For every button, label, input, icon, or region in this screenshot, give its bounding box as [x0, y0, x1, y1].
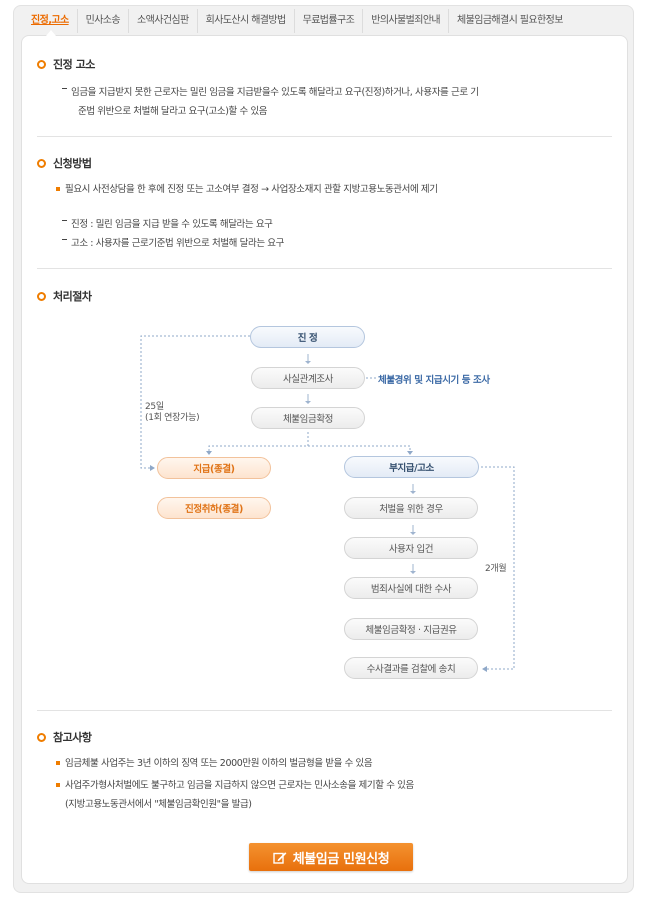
section-title-method: 신청방법: [37, 155, 92, 171]
flow-left-paid: 지급(종결): [157, 457, 271, 479]
section-divider: [37, 710, 612, 711]
connector-left-loop: [140, 335, 250, 469]
tab-bar: 진정,고소 민사소송 소액사건심판 회사도산시 해결방법 무료법률구조 반의사불…: [27, 9, 620, 33]
notes-bullet-penalty: 임금체불 사업주는 3년 이하의 징역 또는 2000만원 이하의 벌금형을 받…: [56, 755, 373, 773]
notes-bullet-civil: 사업주가형사처벌에도 불구하고 임금을 지급하지 않으면 근로자는 민사소송을 …: [56, 777, 414, 795]
flow-right-recommend: 체불임금확정 · 지급권유: [344, 618, 478, 640]
tab-legal-aid[interactable]: 무료법률구조: [295, 9, 364, 33]
section-title-procedure: 처리절차: [37, 288, 92, 304]
flow-right-booking: 사용자 입건: [344, 537, 478, 559]
method-item-accusation: 고소 : 사용자를 근로기준법 위반으로 처벌해 달라는 요구: [62, 235, 284, 253]
connector-split-right: [308, 445, 411, 452]
complaint-desc-line2: 준법 위반으로 처벌해 달라고 요구(고소)할 수 있음: [78, 106, 268, 117]
wage-complaint-button[interactable]: 체불임금 민원신청: [249, 843, 413, 871]
tab-required-info[interactable]: 체불임금해결시 필요한정보: [457, 15, 563, 26]
notes-bullet-civil-line2: (지방고용노동관서에서 "체불임금확인원"을 발급): [65, 799, 252, 810]
method-item-complaint: 진정 : 밀린 임금을 지급 받을 수 있도록 해달라는 요구: [62, 216, 273, 234]
arrow-head: [206, 451, 212, 455]
flow-note-investigation: 체불경위 및 지급시기 등 조사: [378, 375, 490, 386]
tab-small-claims[interactable]: 소액사건심판: [129, 9, 198, 33]
active-tab-pointer: [46, 30, 56, 36]
flow-right-investigation: 범죄사실에 대한 수사: [344, 577, 478, 599]
arrow-head: [482, 666, 487, 672]
flow-label-2months: 2개월: [485, 564, 507, 574]
flow-right-prosecution: 수사결과를 검찰에 송치: [344, 657, 478, 679]
section-ring-icon: [37, 59, 46, 69]
section-title-notes: 참고사항: [37, 729, 92, 745]
flow-left-withdraw: 진정취하(종결): [157, 497, 271, 519]
flow-step-fact-check: 사실관계조사: [251, 367, 365, 389]
tab-non-prosecution[interactable]: 반의사불벌죄안내: [363, 9, 450, 33]
flow-step-wage-confirm: 체불임금확정: [251, 407, 365, 429]
method-bullet: 필요시 사전상담을 한 후에 진정 또는 고소여부 결정 → 사업장소재지 관할…: [56, 181, 438, 199]
section-ring-icon: [37, 732, 46, 742]
connector-split-left: [208, 432, 309, 452]
section-divider: [37, 136, 612, 137]
pencil-square-icon: [272, 851, 287, 864]
flow-step-complaint: 진 정: [250, 326, 365, 348]
tab-complaint[interactable]: 진정,고소: [27, 9, 78, 33]
flow-label-25days: 25일: [145, 402, 164, 412]
section-title-complaint: 진정 고소: [37, 56, 95, 72]
arrow-head: [150, 465, 155, 471]
complaint-desc-line1: 임금을 지급받지 못한 근로자는 밀린 임금을 지급받을수 있도록 해달라고 요…: [62, 84, 479, 102]
content-panel: [21, 35, 628, 884]
flow-label-extension: (1회 연장가능): [145, 413, 200, 423]
section-divider: [37, 268, 612, 269]
flow-right-nonpayment: 부지급/고소: [344, 456, 479, 478]
section-ring-icon: [37, 291, 46, 301]
flow-right-punish: 처벌을 위한 경우: [344, 497, 478, 519]
connector-right-loop: [481, 466, 515, 670]
tab-civil-suit[interactable]: 민사소송: [78, 9, 130, 33]
arrow-head: [407, 451, 413, 455]
tab-bankruptcy[interactable]: 회사도산시 해결방법: [198, 9, 295, 33]
section-ring-icon: [37, 158, 46, 168]
